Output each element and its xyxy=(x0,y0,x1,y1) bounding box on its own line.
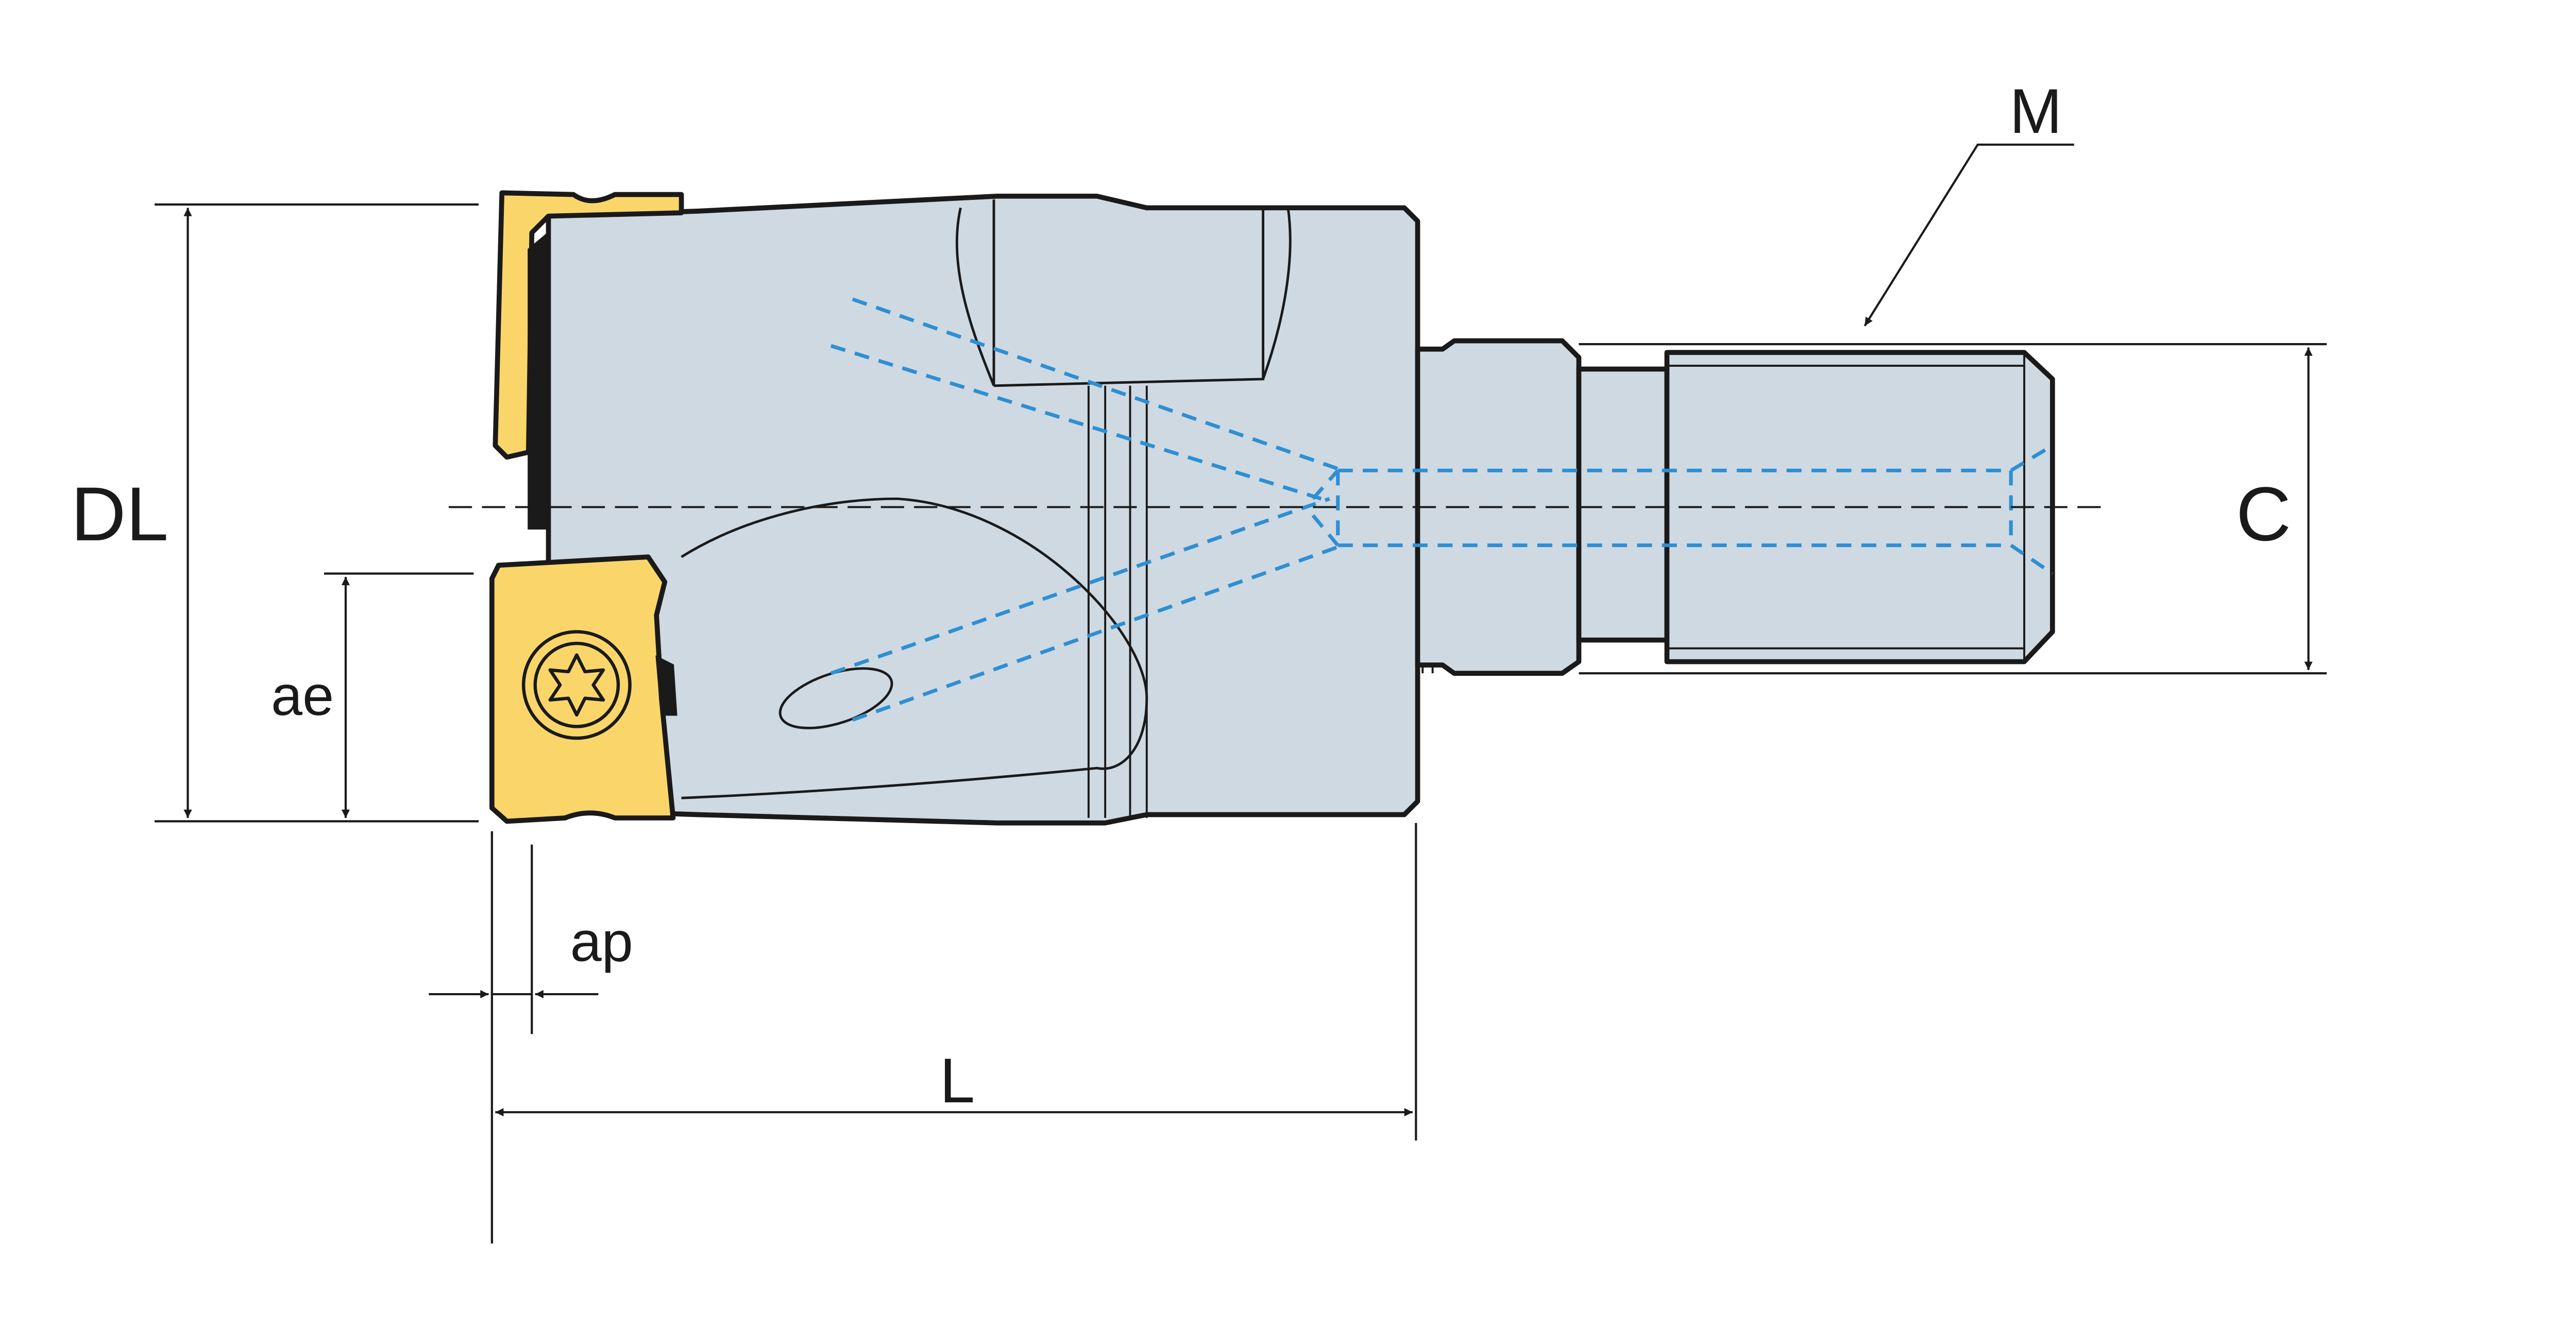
dimension-ap xyxy=(429,831,599,1244)
shank-neck xyxy=(1576,366,1670,643)
chip-pocket-upper xyxy=(955,199,1292,387)
coolant-channels xyxy=(830,297,2054,722)
torx-icon xyxy=(548,653,605,717)
dimension-dl xyxy=(155,203,479,823)
cutter-head xyxy=(546,194,1420,826)
dimension-m xyxy=(1863,143,2074,327)
dimension-l xyxy=(495,823,1417,1141)
insert-lower xyxy=(489,554,676,824)
body-groove-lines xyxy=(1087,349,1434,818)
m-label: M xyxy=(2010,76,2062,146)
dl-label: DL xyxy=(71,472,168,557)
ap-label: ap xyxy=(570,910,633,973)
coolant-outlet xyxy=(778,667,893,729)
chip-pocket-lower xyxy=(681,497,1148,799)
dimension-c xyxy=(1579,343,2327,675)
c-label: C xyxy=(2236,472,2291,557)
dimension-ae xyxy=(324,572,474,818)
l-label: L xyxy=(940,1045,975,1116)
insert-seat-edges xyxy=(528,231,677,716)
cutter-body xyxy=(546,194,1434,826)
insert-screw-inner xyxy=(533,641,620,728)
insert-screw-outer xyxy=(521,630,632,740)
ae-label: ae xyxy=(271,664,334,727)
